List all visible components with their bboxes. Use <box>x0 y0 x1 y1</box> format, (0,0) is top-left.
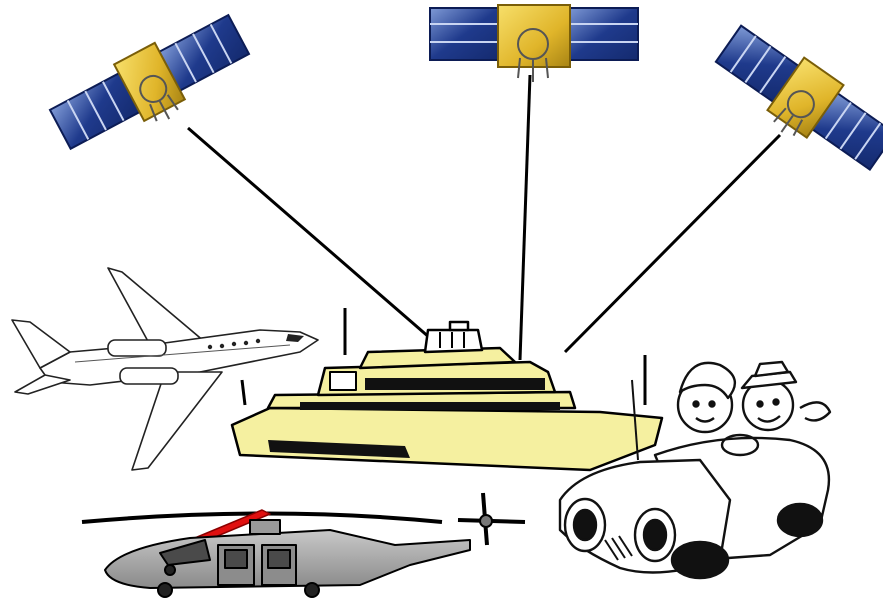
satellite-left <box>48 13 251 151</box>
helicopter <box>81 492 526 598</box>
signal-line-center <box>518 74 532 361</box>
satellite-right <box>714 24 883 171</box>
convertible-car <box>558 360 832 580</box>
yacht <box>230 308 664 472</box>
signal-lines <box>187 74 782 361</box>
satellite-center <box>429 4 639 82</box>
signal-line-right <box>563 133 782 354</box>
signal-line-left <box>187 126 431 340</box>
business-jet <box>11 267 319 471</box>
